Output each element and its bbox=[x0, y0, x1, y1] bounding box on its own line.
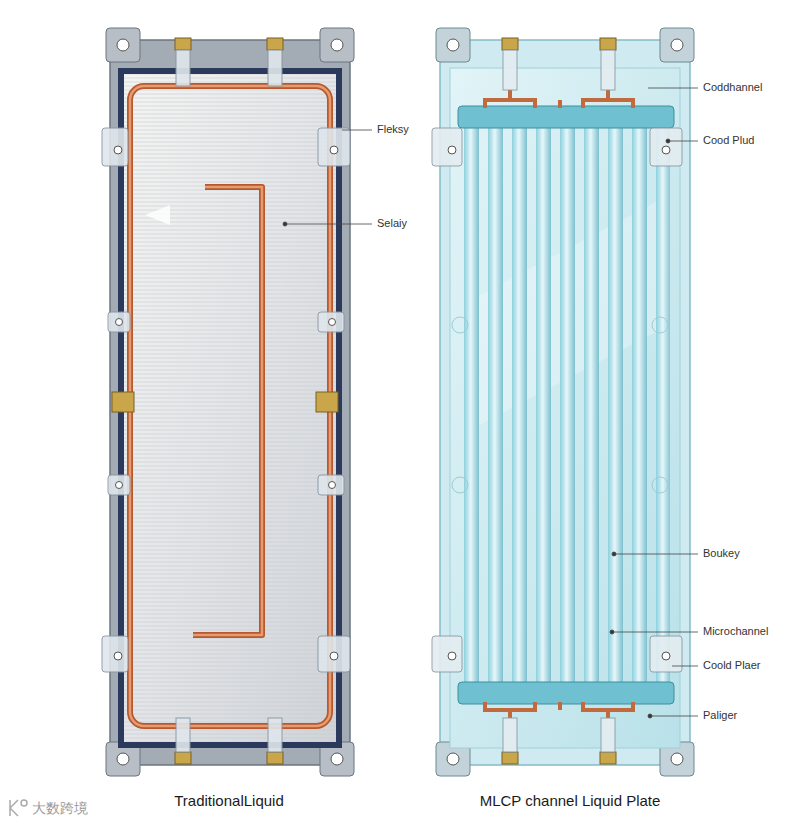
part-label: Coddhannel bbox=[703, 81, 762, 94]
part-label: Microchannel bbox=[703, 625, 768, 638]
microchannel-plate bbox=[432, 28, 694, 776]
caption: TraditionalLiquid bbox=[174, 792, 284, 810]
part-label: Coold Plaer bbox=[703, 659, 760, 672]
watermark: 大数跨境 bbox=[32, 800, 88, 817]
watermark-icon bbox=[10, 800, 27, 816]
caption: MLCP channel Liquid Plate bbox=[480, 792, 661, 810]
part-label: Paliger bbox=[703, 709, 737, 722]
leader-lines bbox=[283, 88, 698, 718]
part-label: Fleksy bbox=[377, 123, 409, 136]
part-label: Cood Plud bbox=[703, 134, 754, 147]
part-label: Selaiy bbox=[377, 217, 407, 230]
part-label: Boukey bbox=[703, 547, 740, 560]
traditional-plate bbox=[102, 28, 354, 776]
